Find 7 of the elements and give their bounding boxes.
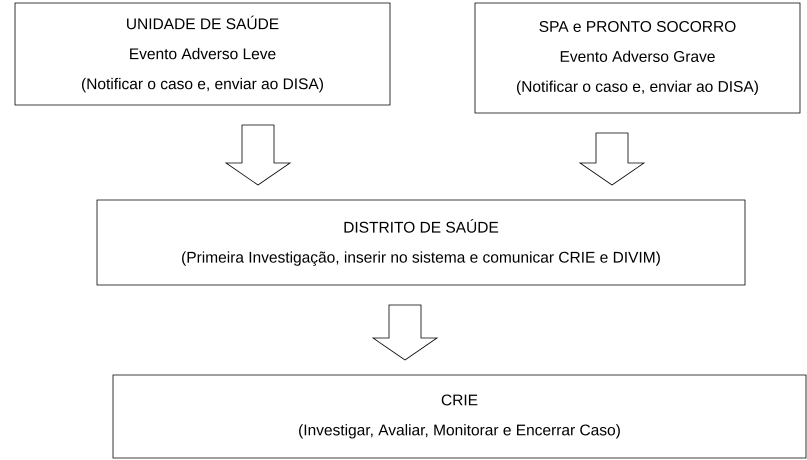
block-arrow bbox=[372, 304, 438, 360]
block-arrow bbox=[578, 132, 646, 186]
process-box: DISTRITO DE SAÚDE (Primeira Investigação, inserir no sistema e comunicar CRIE e DIVIM) bbox=[96, 200, 746, 286]
process-box: CRIE (Investigar, Avaliar, Monitorar e Encerrar Caso) bbox=[112, 374, 806, 458]
process-box: SPA e PRONTO SOCORRO Evento Adverso Grave (Notificar o caso e, enviar ao DISA) bbox=[474, 2, 800, 114]
block-arrow bbox=[224, 124, 292, 186]
process-box: UNIDADE DE SAÚDE Evento Adverso Leve (Notificar o caso e, enviar ao DISA) bbox=[14, 2, 390, 106]
